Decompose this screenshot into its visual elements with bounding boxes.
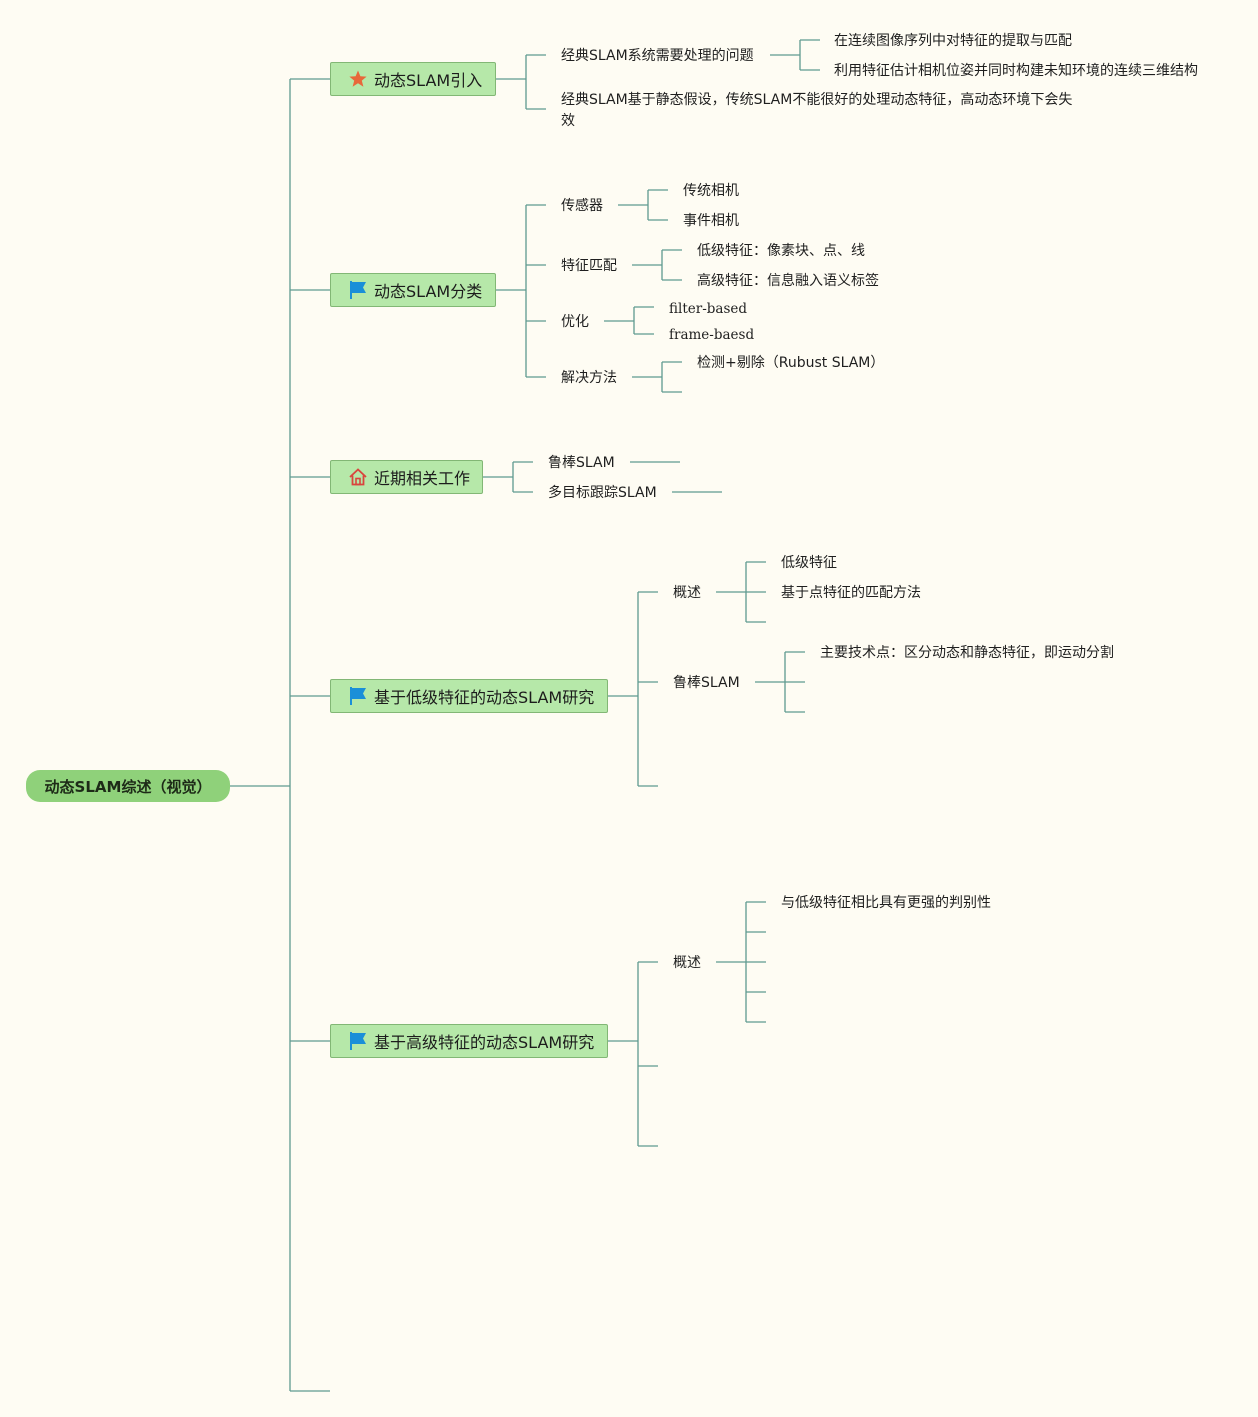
subtopic-matching-item[interactable]: 低级特征：像素块、点、线 xyxy=(697,243,865,259)
topic-recent-work[interactable]: 近期相关工作 xyxy=(330,460,483,494)
subtopic-low-overview[interactable]: 概述 xyxy=(673,585,701,601)
subtopic-problem-item[interactable]: 利用特征估计相机位姿并同时构建未知环境的连续三维结构 xyxy=(834,63,1198,79)
flag-icon xyxy=(348,686,368,706)
subtopic-sensor-item[interactable]: 传统相机 xyxy=(683,183,739,199)
subtopic-low-robust[interactable]: 鲁棒SLAM xyxy=(673,675,740,691)
subtopic-low-overview-item[interactable]: 低级特征 xyxy=(781,555,837,571)
home-icon xyxy=(348,467,368,487)
star-icon xyxy=(348,69,368,89)
subtopic-recent-item[interactable]: 鲁棒SLAM xyxy=(548,455,615,471)
flag-icon xyxy=(348,280,368,300)
subtopic-sensor-item[interactable]: 事件相机 xyxy=(683,213,739,229)
flag-icon xyxy=(348,1031,368,1051)
subtopic-assumption[interactable]: 经典SLAM基于静态假设，传统SLAM不能很好的处理动态特征，高动态环境下会失效 xyxy=(561,92,1073,129)
root-topic[interactable]: 动态SLAM综述（视觉） xyxy=(26,770,230,802)
subtopic-problem-item[interactable]: 在连续图像序列中对特征的提取与匹配 xyxy=(834,33,1072,49)
topic-classification-label: 动态SLAM分类 xyxy=(374,282,483,301)
topic-low-level[interactable]: 基于低级特征的动态SLAM研究 xyxy=(330,679,608,713)
subtopic-recent-item[interactable]: 多目标跟踪SLAM xyxy=(548,485,657,501)
topic-high-level[interactable]: 基于高级特征的动态SLAM研究 xyxy=(330,1024,608,1058)
subtopic-low-robust-item[interactable]: 主要技术点：区分动态和静态特征，即运动分割 xyxy=(820,645,1114,661)
root-label: 动态SLAM综述（视觉） xyxy=(44,777,212,796)
subtopic-optimization-item[interactable]: frame-baesd xyxy=(669,327,755,343)
topic-recent-work-label: 近期相关工作 xyxy=(374,469,471,488)
subtopic-high-overview-item[interactable]: 与低级特征相比具有更强的判别性 xyxy=(781,895,991,911)
subtopic-matching-item[interactable]: 高级特征：信息融入语义标签 xyxy=(697,273,879,289)
topic-intro[interactable]: 动态SLAM引入 xyxy=(330,62,496,96)
subtopic-solution-item[interactable]: 检测+剔除（Rubust SLAM） xyxy=(697,355,885,371)
subtopic-solution[interactable]: 解决方法 xyxy=(561,370,617,386)
subtopic-sensor[interactable]: 传感器 xyxy=(561,198,603,214)
subtopic-optimization[interactable]: 优化 xyxy=(561,314,589,330)
subtopic-matching[interactable]: 特征匹配 xyxy=(561,258,617,274)
subtopic-problems[interactable]: 经典SLAM系统需要处理的问题 xyxy=(561,48,754,64)
subtopic-high-overview[interactable]: 概述 xyxy=(673,955,701,971)
topic-low-level-label: 基于低级特征的动态SLAM研究 xyxy=(374,688,595,707)
subtopic-low-overview-item[interactable]: 基于点特征的匹配方法 xyxy=(781,585,921,601)
topic-classification[interactable]: 动态SLAM分类 xyxy=(330,273,496,307)
subtopic-optimization-item[interactable]: filter-based xyxy=(669,301,748,317)
topic-high-level-label: 基于高级特征的动态SLAM研究 xyxy=(374,1033,595,1052)
topic-intro-label: 动态SLAM引入 xyxy=(374,71,483,90)
